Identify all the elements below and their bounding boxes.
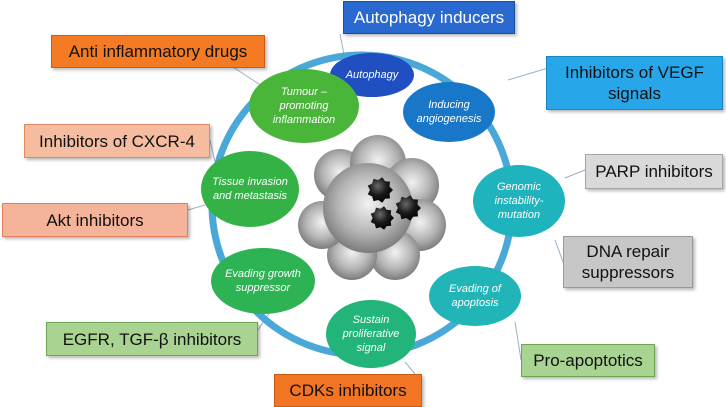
hallmark-ellipse-autophagy [330,53,414,97]
hallmark-ellipses [201,53,565,368]
therapy-cdks: CDKs inhibitors [274,374,422,407]
hallmark-label-angiogenesis: Inducing angiogenesis [416,99,482,125]
therapy-akt: Akt inhibitors [2,203,188,237]
therapy-egfr: EGFR, TGF-β inhibitors [46,322,258,356]
connector-line [554,239,564,263]
tumor-cells [367,177,421,230]
hallmark-label-growth: Evading growth suppressor [225,268,301,294]
connector-line [187,204,206,211]
hallmark-label-autophagy: Autophagy [345,69,399,81]
hallmark-label-genomic: Genomic instability-mutation [494,181,544,221]
hallmark-label-proliferative: Sustain proliferative signal [342,314,400,354]
connector-line [564,169,586,179]
hallmark-ellipse-angiogenesis [403,82,495,142]
therapy-parp: PARP inhibitors [585,154,723,189]
therapy-vegf: Inhibitors of VEGF signals [546,56,723,110]
connector-line [507,67,549,81]
hallmark-label-apoptosis: Evading of apoptosis [449,283,501,309]
hallmark-ellipse-inflammation [249,69,359,143]
tumor-cell [395,195,421,221]
hallmark-ellipse-proliferative [326,300,416,368]
hallmark-ellipse-invasion [201,151,299,227]
connector-line [514,321,522,361]
therapy-dna-repair: DNA repair suppressors [563,236,693,288]
hallmark-ellipse-growth [211,248,315,314]
hallmark-ellipse-genomic [473,165,565,237]
therapy-anti-inflammatory: Anti inflammatory drugs [51,35,265,68]
hallmark-label-invasion: Tissue invasion and metastasis [212,176,288,202]
tumor-cloud [298,135,446,280]
connector-line [404,361,416,375]
hallmark-ellipse-apoptosis [429,266,521,326]
hallmark-label-inflammation: Tumour – promoting inflammation [272,86,336,126]
tumor-cell [367,177,393,203]
therapy-autophagy-inducers: Autophagy inducers [343,1,515,34]
therapy-pro-apoptotics: Pro-apoptotics [521,344,655,377]
therapy-cxcr4: Inhibitors of CXCR-4 [24,124,210,158]
tumor-cell [370,206,394,230]
